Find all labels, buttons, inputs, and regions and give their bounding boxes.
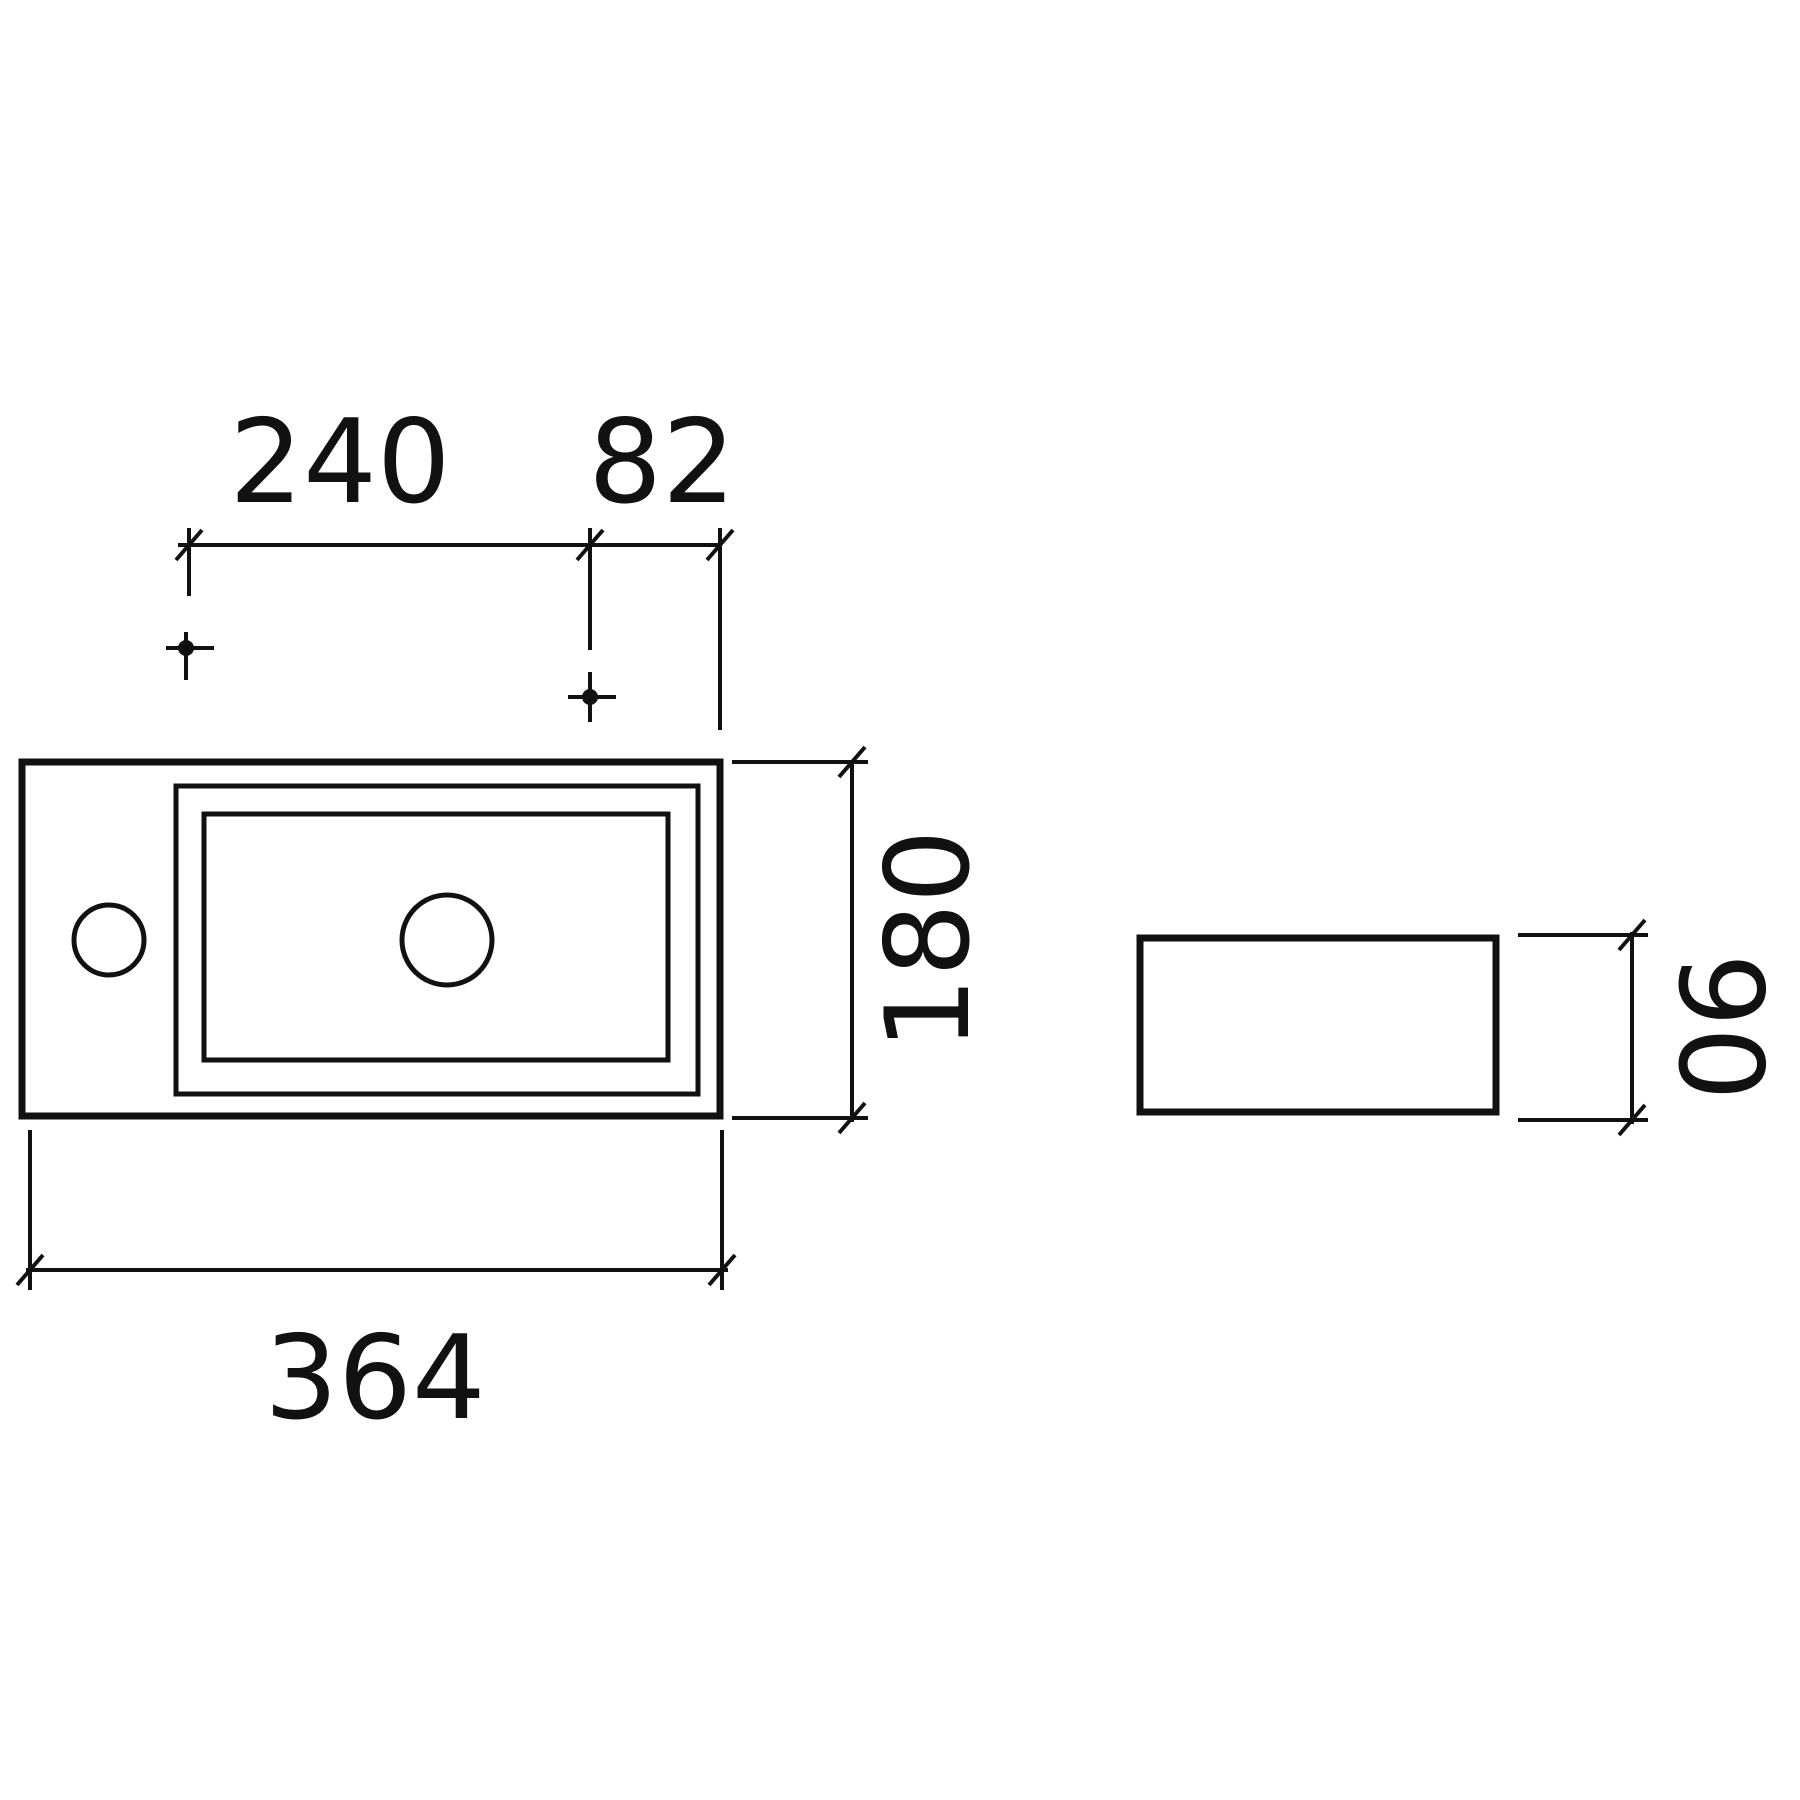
dim-label-height: 90	[1652, 953, 1787, 1101]
dim-label-depth: 180	[861, 829, 996, 1050]
top-view	[18, 758, 724, 1120]
drain-hole	[399, 892, 495, 988]
tap-marker-right	[568, 672, 616, 722]
dimension-height: 90	[1518, 918, 1787, 1137]
dim-label-tap-spacing: 240	[229, 395, 450, 530]
basin-side-outline	[1136, 934, 1500, 1116]
dimension-bottom: 364	[15, 1130, 737, 1446]
basin-bowl-outline	[201, 811, 671, 1063]
side-view	[1136, 934, 1500, 1116]
dim-label-width: 364	[264, 1311, 485, 1446]
dim-label-tap-to-edge: 82	[588, 395, 736, 530]
basin-rim-outline	[173, 783, 701, 1097]
tap-hole	[71, 902, 147, 978]
basin-outer-outline	[18, 758, 724, 1120]
tap-marker-left	[166, 632, 214, 680]
dimension-top: 240 82	[174, 395, 736, 730]
dimension-depth: 180	[732, 745, 996, 1135]
